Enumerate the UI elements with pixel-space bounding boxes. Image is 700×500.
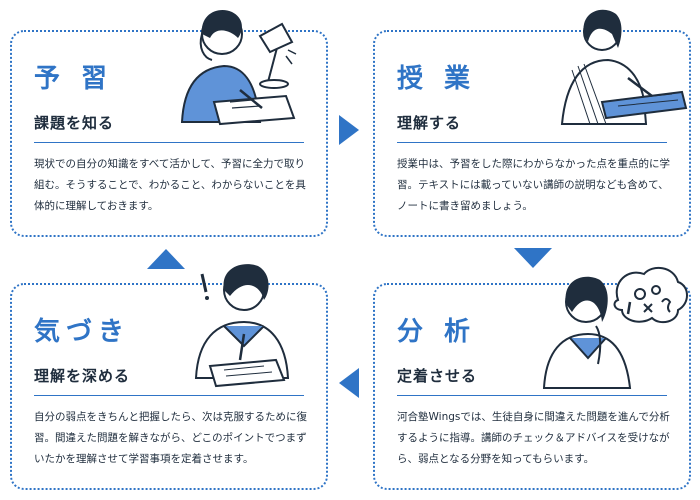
step-card-jugyo: 授 業 理解する 授業中は、予習をした際にわからなかった点を重点的に学習。テキス…: [373, 30, 691, 237]
student-studying-with-lamp-illustration: [180, 10, 297, 126]
step-description: 現状での自分の知識をすべて活かして、予習に全力で取り組む。そうすることで、わかる…: [34, 158, 306, 212]
step-description: 河合塾Wingsでは、生徒自身に間違えた問題を進んで分析するように指導。講師のチ…: [397, 411, 670, 465]
arrow-up-icon: [147, 249, 185, 269]
step-title: 予 習: [34, 64, 114, 94]
divider: [397, 142, 667, 143]
step-card-kizuki: 気づき 理解を深める 自分の弱点をきちんと把握したら、次は克服するために復習。間…: [10, 283, 328, 490]
student-realizing-illustration: [194, 264, 290, 388]
step-title: 分 析: [397, 317, 477, 347]
step-subtitle: 課題を知る: [34, 114, 115, 132]
step-title: 気づき: [34, 317, 131, 347]
divider: [34, 395, 304, 396]
step-description: 授業中は、予習をした際にわからなかった点を重点的に学習。テキストには載っていない…: [397, 158, 670, 212]
student-thinking-illustration: [542, 266, 688, 389]
step-subtitle: 定着させる: [397, 367, 478, 385]
student-taking-notes-illustration: [560, 9, 688, 125]
arrow-right-icon: [339, 115, 359, 145]
step-subtitle: 理解を深める: [34, 367, 131, 385]
step-subtitle: 理解する: [397, 114, 462, 132]
divider: [34, 142, 304, 143]
divider: [397, 395, 667, 396]
step-card-yoshu: 予 習 課題を知る 現状での自分の知識をすべて活かして、予習に全力で取り組む。そ…: [10, 30, 328, 237]
step-title: 授 業: [397, 64, 477, 94]
step-description: 自分の弱点をきちんと把握したら、次は克服するために復習。間違えた問題を解きながら…: [34, 411, 307, 465]
arrow-down-icon: [514, 248, 552, 268]
arrow-left-icon: [339, 368, 359, 398]
